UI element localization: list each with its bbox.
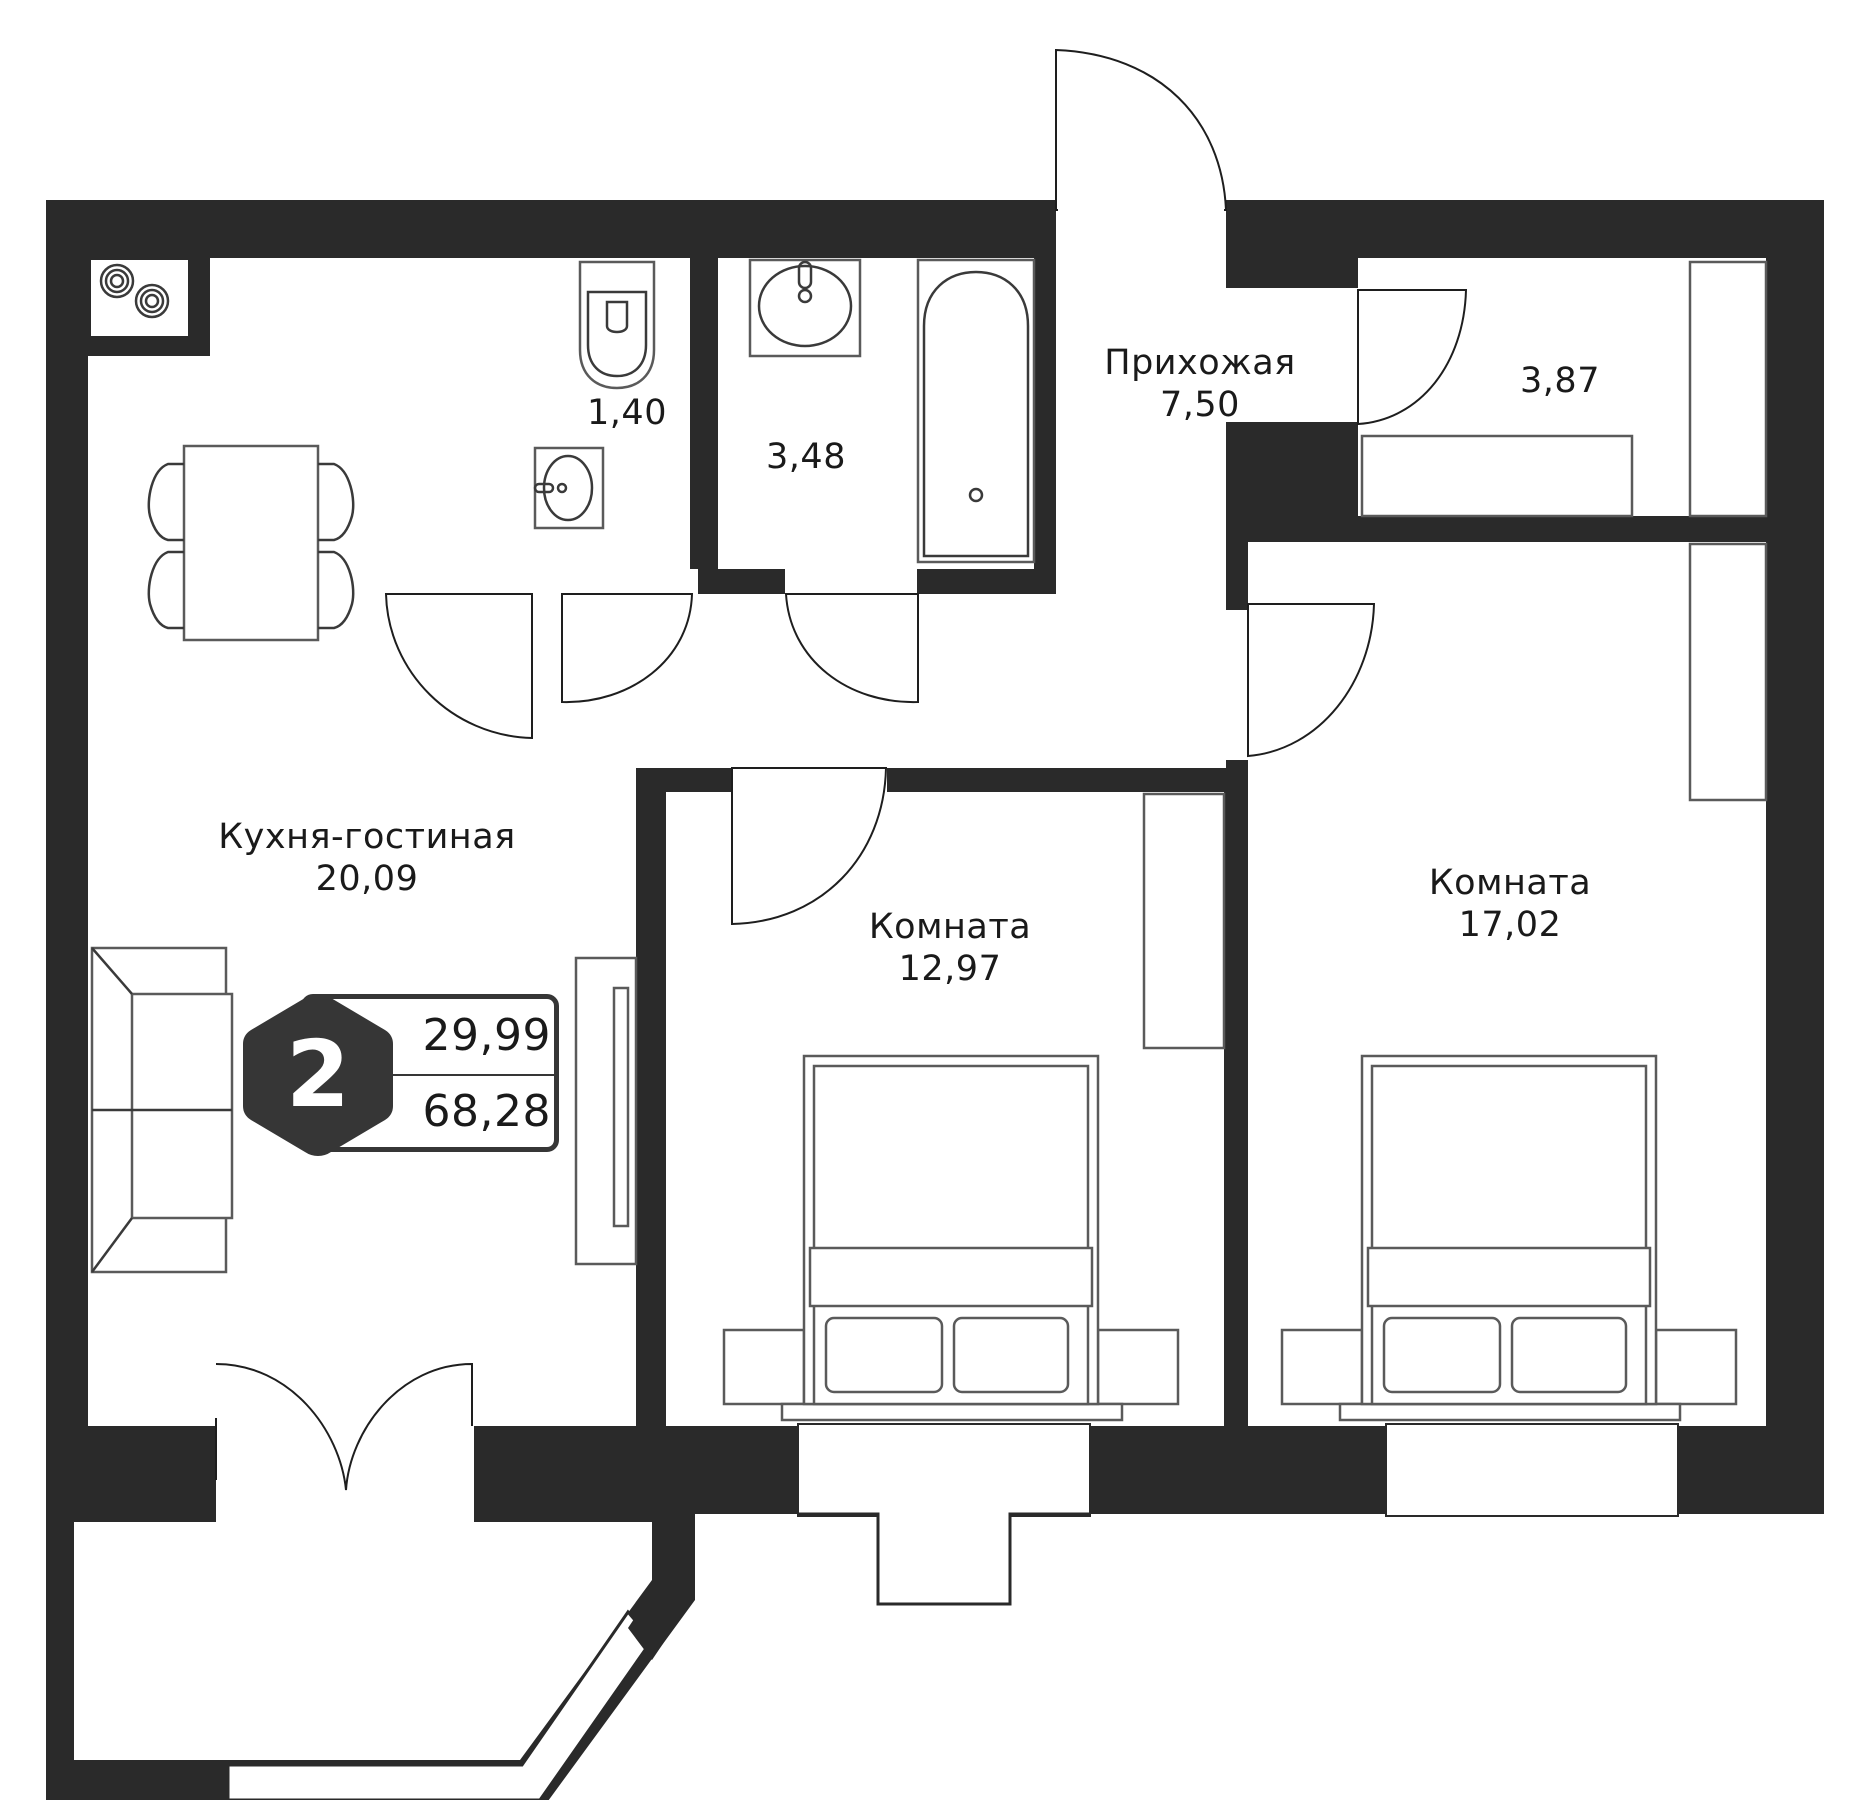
bathtub-icon	[916, 258, 1036, 564]
bed-icon	[722, 1054, 1180, 1422]
toilet-icon	[578, 260, 656, 390]
bedroom-large-door-swing-icon	[1247, 603, 1376, 758]
living-area-value: 29,99	[422, 1010, 551, 1061]
dining-table-icon	[182, 444, 320, 642]
chair-icon	[147, 462, 355, 630]
hexagon-icon	[243, 994, 393, 1156]
wardrobe-icon	[1688, 260, 1768, 518]
room-area: 3,87	[1520, 361, 1600, 401]
storage-door-swing-icon	[1357, 289, 1468, 426]
room-area: 12,97	[898, 949, 1002, 989]
room-area: 1,40	[587, 393, 667, 433]
room-name: Комната	[1428, 863, 1592, 903]
bathroom-door-swing-icon	[784, 593, 919, 704]
area-divider	[391, 1074, 557, 1076]
window-bedroom-large	[1385, 1423, 1679, 1517]
pillow-icon	[1510, 1316, 1628, 1394]
tv-icon	[574, 956, 638, 1266]
label-hallway: Прихожая 7,50	[1104, 342, 1295, 426]
room-name: Кухня-гостиная	[218, 817, 516, 857]
room-area: 3,48	[766, 437, 846, 477]
rooms-count: 2	[285, 1021, 350, 1128]
room-name: Комната	[868, 907, 1032, 947]
sofa-icon	[90, 946, 234, 1274]
shelf-icon	[1360, 434, 1634, 518]
label-bathroom: 3,48	[766, 436, 846, 478]
bay-window	[798, 1512, 1090, 1606]
room-area: 17,02	[1458, 905, 1562, 945]
toilet-door-swing-icon	[561, 593, 694, 704]
stove-niche	[91, 260, 188, 336]
window-bedroom-small	[797, 1423, 1091, 1517]
label-toilet: 1,40	[587, 392, 667, 434]
wardrobe-icon	[1688, 542, 1768, 802]
apartment-badge: 29,99 68,28 2	[241, 990, 565, 1160]
pillow-icon	[1382, 1316, 1502, 1394]
sink-icon	[533, 446, 605, 530]
sink-icon	[748, 258, 862, 358]
bed-icon	[1280, 1054, 1738, 1422]
furniture	[90, 258, 1768, 1422]
entry-door-swing-icon	[1055, 48, 1228, 211]
stove-icon	[99, 263, 170, 319]
room-name: Прихожая	[1104, 343, 1296, 383]
bedroom-small-door-swing-icon	[731, 767, 888, 926]
wardrobe-icon	[1142, 792, 1226, 1050]
balcony-icon	[46, 1514, 695, 1800]
room-area: 7,50	[1160, 385, 1240, 425]
kitchen-door-swing-icon	[384, 593, 533, 740]
label-bedroom-small: Комната 12,97	[869, 906, 1031, 990]
label-bedroom-large: Комната 17,02	[1429, 862, 1591, 946]
total-area-value: 68,28	[422, 1086, 551, 1137]
room-area: 20,09	[315, 859, 419, 899]
pillow-icon	[824, 1316, 944, 1394]
label-storage: 3,87	[1520, 360, 1600, 402]
door-swings	[215, 289, 1468, 1491]
pillow-icon	[952, 1316, 1070, 1394]
balcony-door-swing-icon	[215, 1362, 473, 1491]
label-kitchen-living: Кухня-гостиная 20,09	[218, 816, 515, 900]
